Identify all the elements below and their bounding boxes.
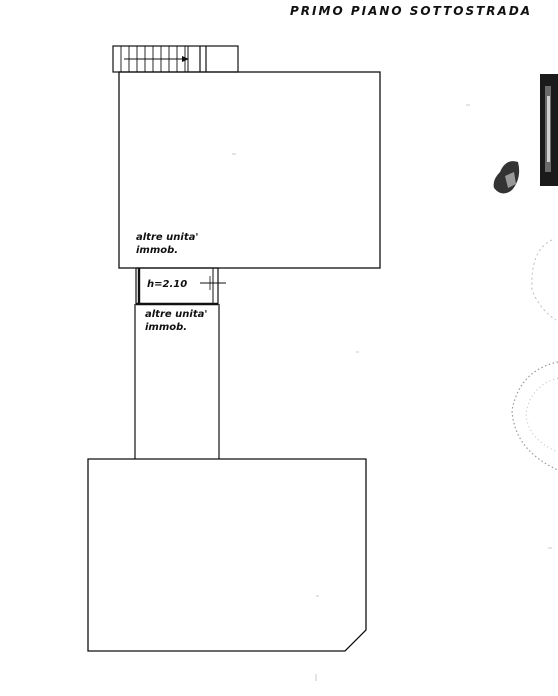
small-room — [135, 267, 226, 306]
upper-unit-outline — [118, 71, 381, 269]
plan-title: PRIMO PIANO SOTTOSTRADA — [290, 4, 532, 18]
upper-unit-label-line1: altre unita' — [136, 232, 198, 243]
lower-unit-label-line2: immob. — [145, 322, 187, 333]
paper-specks — [232, 104, 552, 681]
lower-unit-outline — [87, 458, 367, 652]
staircase — [112, 45, 239, 73]
stamp-marks — [493, 74, 558, 471]
upper-unit-label-line2: immob. — [136, 245, 178, 256]
lower-unit-label-line1: altre unita' — [145, 309, 207, 320]
corridor — [134, 304, 220, 459]
height-label: h=2.10 — [147, 279, 187, 290]
